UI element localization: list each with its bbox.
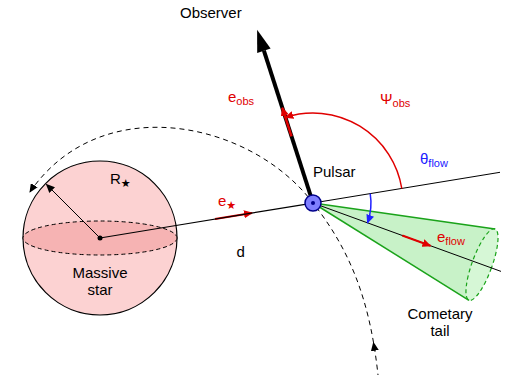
radius-line (47, 185, 101, 239)
flow-axis (313, 203, 501, 271)
pulsar-disc (305, 195, 321, 211)
theta-angle-arc (368, 194, 371, 223)
pulsar-dot-shape (304, 194, 322, 212)
psi-angle-label: Ψobs (380, 90, 410, 109)
pulsar-label: Pulsar (313, 163, 356, 180)
observer-unit-vector (282, 108, 291, 137)
star-label: Massive star (60, 264, 140, 298)
observer-vector-label: eobs (228, 88, 254, 107)
pulsar-dot: Pulsar (304, 194, 322, 212)
orbit-arrow (374, 343, 376, 355)
star-center (98, 236, 103, 241)
theta-angle-label: θflow (420, 150, 448, 169)
star-disc (23, 161, 177, 315)
center-line (100, 226, 176, 239)
observer-arrow (264, 51, 313, 203)
observer-arrowhead (257, 30, 271, 53)
cometary-tail-cone-shape (300, 185, 512, 345)
star-equator (23, 221, 177, 255)
observer-label: Observer (180, 4, 242, 21)
distance-label: d (237, 243, 245, 260)
cone-edge (313, 203, 495, 229)
flow-vector-label: eflow (437, 228, 465, 247)
cometary-tail-cone: eflowCometary tail (300, 185, 512, 345)
star-sphere: R★ Massive star (22, 160, 178, 316)
flow-unit-vector (402, 236, 430, 246)
tail-label: Cometary tail (400, 305, 480, 339)
psi-angle-arc (285, 113, 402, 188)
radius-label: R★ (110, 170, 131, 189)
distance-line (176, 204, 305, 225)
star-vector-label: e★ (218, 192, 236, 211)
pulsar-core (311, 201, 315, 205)
orbit-arrow (30, 184, 35, 192)
